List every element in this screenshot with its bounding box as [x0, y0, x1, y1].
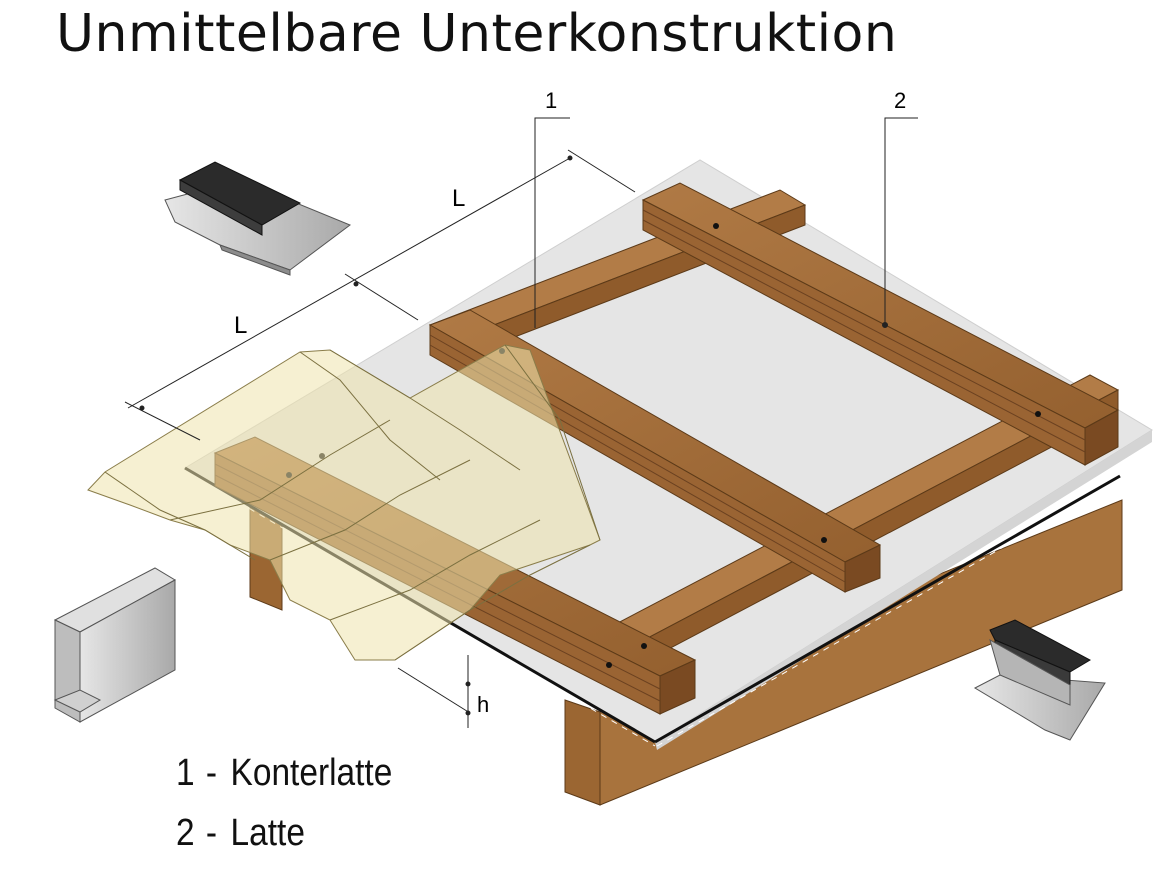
legend-item-2-number: 2 [176, 812, 195, 854]
profile-detail-bottom-right [973, 619, 1106, 741]
dimension-L-lower: L [234, 312, 247, 339]
dimension-h: h [477, 692, 489, 717]
legend-item-1-text: Konterlatte [230, 752, 393, 794]
latte-back [641, 182, 1120, 466]
dimension-lines [124, 149, 636, 728]
profile-detail-top-left [164, 161, 352, 276]
legend-item-2: 2-Latte [176, 812, 305, 855]
legend-item-1-number: 1 [176, 752, 195, 794]
legend-item-2-text: Latte [230, 812, 305, 854]
callout-2-label: 2 [894, 88, 906, 113]
legend-item-1-separator: - [205, 752, 218, 794]
dimension-L-upper: L [452, 185, 465, 212]
callout-leaders [534, 117, 918, 328]
callout-1-label: 1 [545, 88, 557, 113]
page-title: Unmittelbare Unterkonstruktion [56, 4, 898, 64]
legend-item-1: 1-Konterlatte [176, 752, 392, 795]
legend-item-2-separator: - [205, 812, 218, 854]
c-profile-detail [53, 567, 177, 723]
trapezoidal-sheet [87, 344, 601, 661]
